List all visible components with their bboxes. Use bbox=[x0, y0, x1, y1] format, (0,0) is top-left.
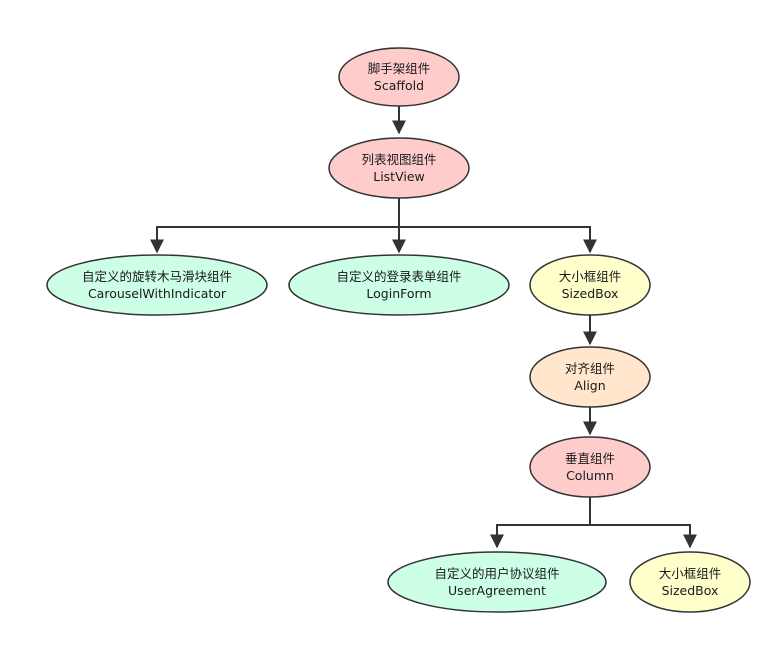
node-listview[interactable]: 列表视图组件 ListView bbox=[328, 137, 470, 199]
node-label-primary: 自定义的旋转木马滑块组件 bbox=[82, 269, 232, 284]
node-label-primary: 自定义的登录表单组件 bbox=[336, 269, 461, 284]
node-label-primary: 大小框组件 bbox=[559, 269, 622, 284]
node-label-primary: 垂直组件 bbox=[565, 451, 615, 466]
node-loginform[interactable]: 自定义的登录表单组件 LoginForm bbox=[288, 254, 510, 316]
node-label-secondary: SizedBox bbox=[562, 286, 619, 301]
node-label-primary: 对齐组件 bbox=[565, 361, 615, 376]
node-align[interactable]: 对齐组件 Align bbox=[529, 346, 651, 408]
node-column[interactable]: 垂直组件 Column bbox=[529, 436, 651, 498]
node-label-primary: 自定义的用户协议组件 bbox=[434, 566, 559, 581]
node-label-primary: 大小框组件 bbox=[659, 566, 722, 581]
node-sizedbox[interactable]: 大小框组件 SizedBox bbox=[529, 254, 651, 316]
node-label-secondary: Scaffold bbox=[374, 78, 424, 93]
node-label-secondary: SizedBox bbox=[662, 583, 719, 598]
node-label-secondary: Align bbox=[574, 378, 605, 393]
edge-listview-sizedbox bbox=[399, 226, 597, 254]
node-label-secondary: Column bbox=[566, 468, 614, 483]
node-carousel[interactable]: 自定义的旋转木马滑块组件 CarouselWithIndicator bbox=[46, 254, 268, 316]
node-label-primary: 列表视图组件 bbox=[361, 152, 436, 167]
node-useragreement[interactable]: 自定义的用户协议组件 UserAgreement bbox=[387, 551, 607, 613]
node-sizedbox-2[interactable]: 大小框组件 SizedBox bbox=[629, 551, 751, 613]
edge-listview-carousel bbox=[150, 198, 400, 254]
node-label-secondary: UserAgreement bbox=[448, 583, 546, 598]
node-scaffold[interactable]: 脚手架组件 Scaffold bbox=[338, 47, 460, 107]
node-label-secondary: CarouselWithIndicator bbox=[88, 286, 227, 301]
edges bbox=[150, 105, 697, 549]
edge-column-useragreement bbox=[490, 497, 591, 549]
node-label-primary: 脚手架组件 bbox=[368, 61, 431, 76]
node-label-secondary: LoginForm bbox=[366, 286, 431, 301]
edge-column-sizedbox2 bbox=[590, 524, 697, 549]
node-label-secondary: ListView bbox=[373, 169, 425, 184]
